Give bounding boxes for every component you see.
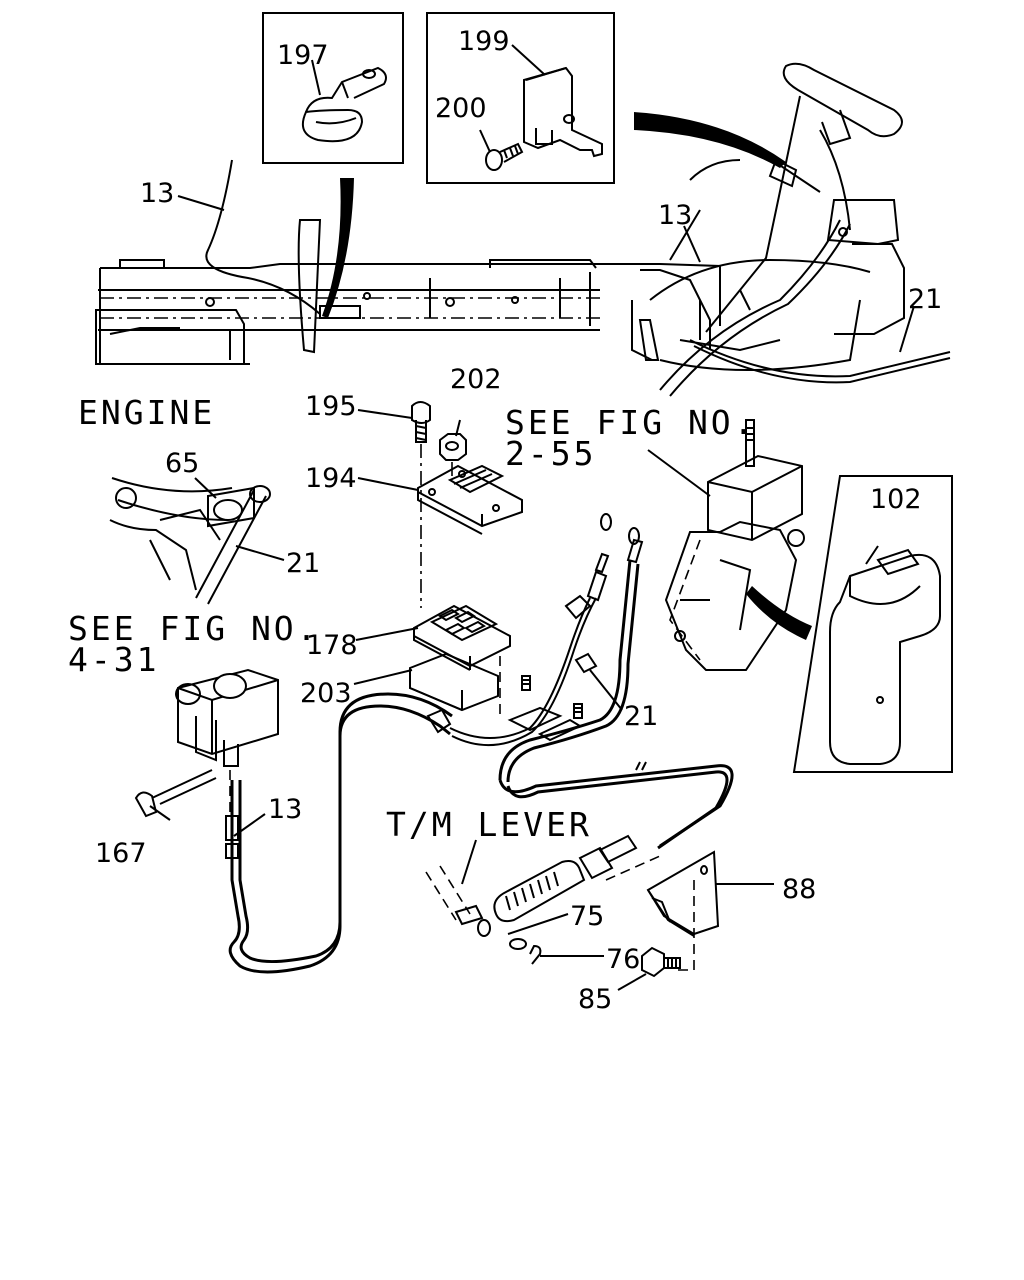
see-fig-number: 4-31 bbox=[68, 640, 160, 679]
callout-195: 195 bbox=[305, 391, 357, 422]
cab-assembly bbox=[631, 62, 951, 397]
bracket-88 bbox=[646, 850, 720, 937]
callout-88: 88 bbox=[782, 874, 817, 905]
callout-102: 102 bbox=[870, 484, 922, 515]
bolt-85 bbox=[641, 946, 681, 978]
callout-194: 194 bbox=[305, 463, 357, 494]
control-valve bbox=[134, 668, 279, 859]
engine-bracket bbox=[109, 477, 271, 605]
frame-assembly bbox=[95, 159, 721, 365]
inset-102-box bbox=[792, 475, 953, 773]
inset-199-box bbox=[426, 12, 615, 184]
callout-200: 200 bbox=[435, 93, 487, 124]
callout-85: 85 bbox=[578, 984, 613, 1015]
callout-178: 178 bbox=[306, 630, 358, 661]
callout-21: 21 bbox=[908, 284, 943, 315]
callout-202: 202 bbox=[450, 364, 502, 395]
callout-76: 76 bbox=[606, 944, 641, 975]
shift-cable bbox=[498, 527, 734, 850]
engine-label: ENGINE bbox=[78, 393, 216, 432]
pointer-arrow bbox=[746, 586, 812, 640]
pointer-arrow bbox=[322, 178, 354, 318]
callout-197: 197 bbox=[277, 40, 329, 71]
cable-boot bbox=[425, 834, 695, 971]
callout-199: 199 bbox=[458, 26, 510, 57]
leader-lines bbox=[149, 44, 915, 991]
pointer-arrow bbox=[634, 112, 786, 168]
callout-167: 167 bbox=[95, 838, 147, 869]
callout-65: 65 bbox=[165, 448, 200, 479]
control-plate-stack bbox=[409, 401, 583, 720]
select-cable bbox=[228, 513, 612, 974]
callout-13: 13 bbox=[658, 200, 693, 231]
callout-21: 21 bbox=[286, 548, 321, 579]
inset-197-box bbox=[262, 12, 404, 164]
callout-13: 13 bbox=[140, 178, 175, 209]
see-fig-number: 2-55 bbox=[505, 434, 597, 473]
callout-13: 13 bbox=[268, 794, 303, 825]
see-fig-reference: SEE FIG NO. bbox=[68, 609, 320, 648]
callout-21: 21 bbox=[624, 701, 659, 732]
shift-tower bbox=[664, 419, 805, 671]
see-fig-reference: SEE FIG NO. bbox=[505, 403, 757, 442]
callout-203: 203 bbox=[300, 678, 352, 709]
tm-lever-label: T/M LEVER bbox=[386, 805, 592, 844]
callout-75: 75 bbox=[570, 901, 605, 932]
